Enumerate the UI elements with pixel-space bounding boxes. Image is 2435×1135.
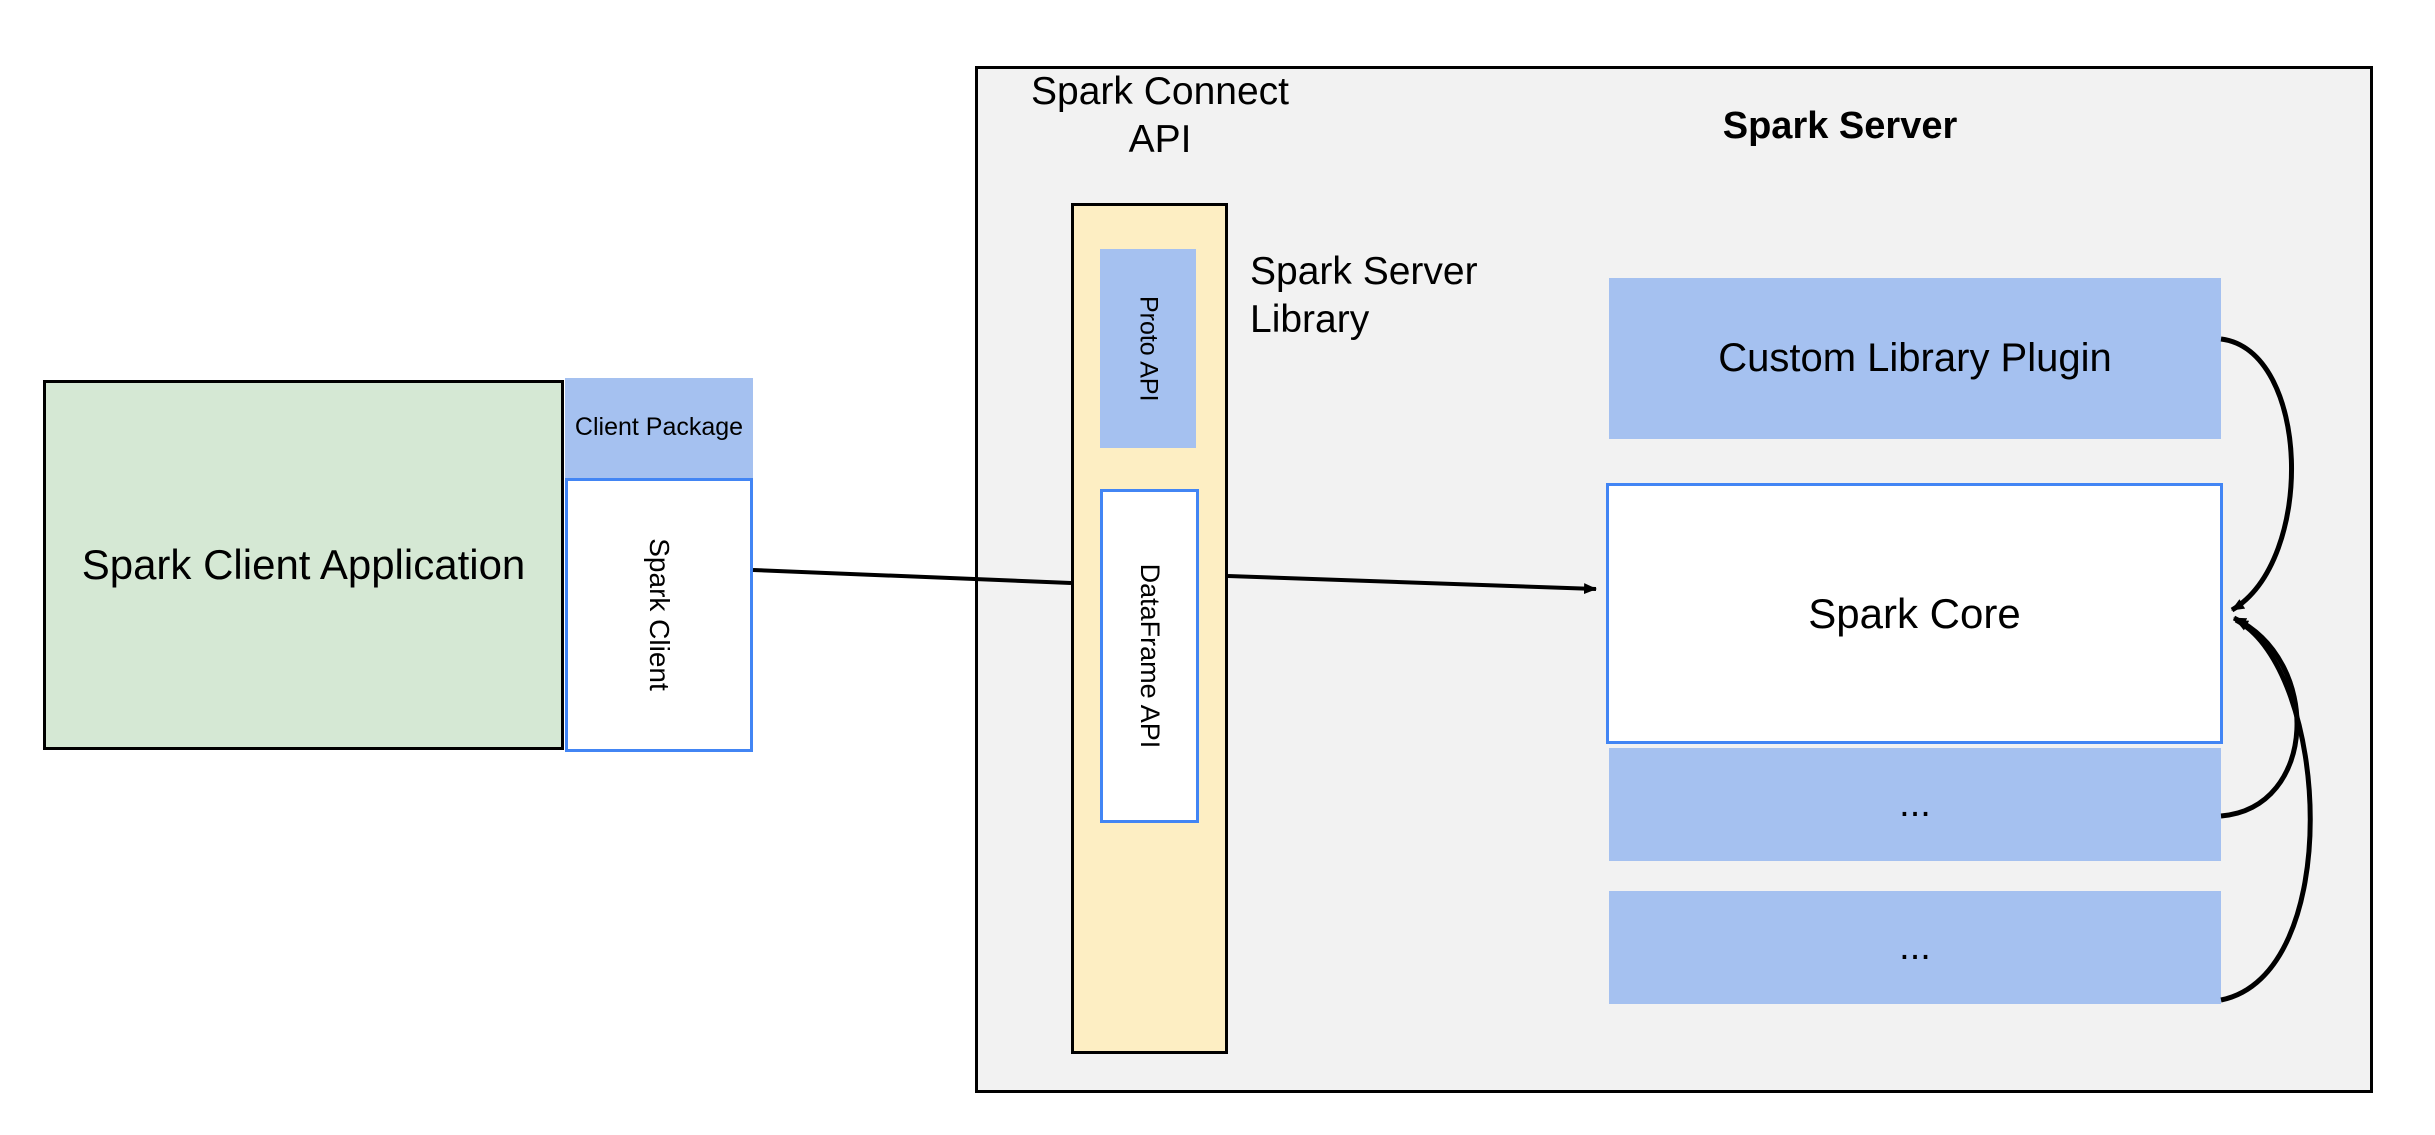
dataframe-api-label: DataFrame API	[1135, 563, 1166, 749]
spark-connect-api-label: Spark Connect API	[1031, 70, 1289, 161]
spark-core-box[interactable]: Spark Core	[1606, 483, 2223, 744]
server-box-ellipsis-2[interactable]: ...	[1609, 891, 2221, 1004]
proto-api-label: Proto API	[1134, 295, 1163, 402]
client-package-box[interactable]: Client Package	[565, 378, 753, 478]
dataframe-api-box[interactable]: DataFrame API	[1100, 489, 1199, 823]
spark-client-label: Spark Client	[643, 538, 675, 692]
custom-library-plugin-box[interactable]: Custom Library Plugin	[1609, 278, 2221, 439]
spark-server-library-label: Spark Server Library	[1250, 250, 1478, 341]
server-box-ellipsis-1[interactable]: ...	[1609, 748, 2221, 861]
spark-client-application-box[interactable]: Spark Client Application	[43, 380, 564, 750]
spark-client-box[interactable]: Spark Client	[565, 478, 753, 752]
spark-server-title: Spark Server	[1722, 105, 1958, 147]
proto-api-box[interactable]: Proto API	[1100, 249, 1196, 448]
